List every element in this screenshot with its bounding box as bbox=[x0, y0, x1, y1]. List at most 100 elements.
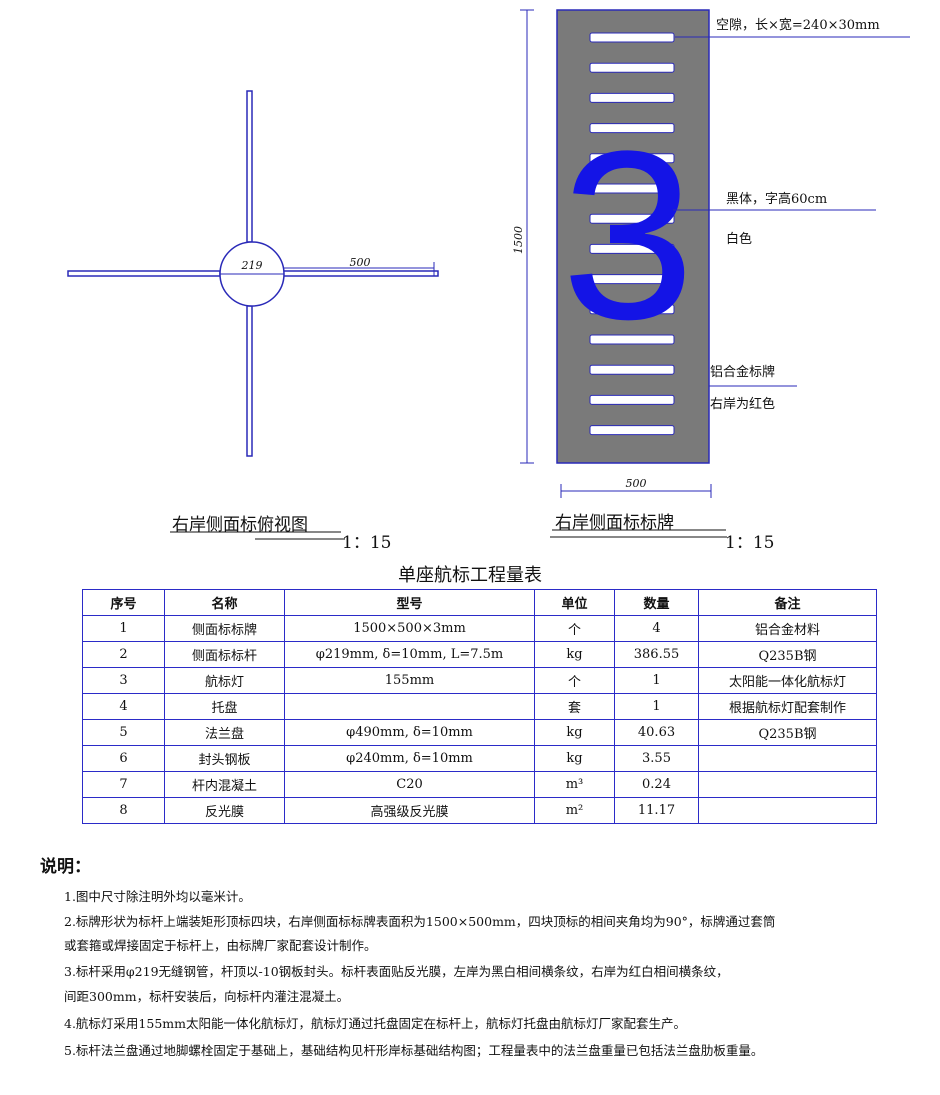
dim-height-label: 1500 bbox=[512, 226, 525, 254]
dim-arm-label: 500 bbox=[350, 256, 371, 269]
sign-slots bbox=[589, 32, 675, 436]
table-header-row: 序号名称型号单位数量备注 bbox=[82, 589, 877, 616]
sign-slot bbox=[589, 62, 675, 73]
table-cell: 侧面标标杆 bbox=[164, 641, 285, 668]
dim-width bbox=[560, 484, 712, 498]
sign-slot bbox=[589, 213, 675, 224]
note-line: 2.标牌形状为标杆上端装矩形顶标四块，右岸侧面标标牌表面积为1500×500mm… bbox=[64, 914, 776, 929]
dim-height bbox=[520, 9, 534, 464]
sign-view: 3 bbox=[556, 9, 710, 464]
table-cell: 0.24 bbox=[614, 771, 699, 798]
table-title: 单座航标工程量表 bbox=[398, 565, 542, 586]
table-cell: m² bbox=[534, 797, 615, 824]
table-cell: 8 bbox=[82, 797, 165, 824]
table-cell: φ490mm, δ=10mm bbox=[284, 719, 535, 746]
sign-slot bbox=[589, 364, 675, 375]
table-cell: kg bbox=[534, 641, 615, 668]
table-cell: 反光膜 bbox=[164, 797, 285, 824]
sign-slot bbox=[589, 92, 675, 103]
table-cell: Q235B钢 bbox=[698, 719, 877, 746]
callout-color: 白色 bbox=[726, 232, 753, 247]
sign-slot bbox=[589, 394, 675, 405]
table-cell: 1 bbox=[614, 693, 699, 720]
sign-slot bbox=[589, 243, 675, 254]
note-line: 5.标杆法兰盘通过地脚螺栓固定于基础上，基础结构见杆形岸标基础结构图；工程量表中… bbox=[64, 1043, 764, 1058]
top-view-arm-right bbox=[282, 270, 439, 277]
note-line: 1.图中尺寸除注明外均以毫米计。 bbox=[64, 889, 251, 904]
table-cell bbox=[284, 693, 535, 720]
table-cell: 杆内混凝土 bbox=[164, 771, 285, 798]
table-cell: 太阳能一体化航标灯 bbox=[698, 667, 877, 694]
sign-board bbox=[556, 9, 710, 464]
sign-slot bbox=[589, 304, 675, 315]
table-cell: 7 bbox=[82, 771, 165, 798]
table-cell: m³ bbox=[534, 771, 615, 798]
table-cell: 40.63 bbox=[614, 719, 699, 746]
top-view-arm-up bbox=[246, 90, 253, 243]
sign-slot bbox=[589, 334, 675, 345]
sign-view-scale: 1：15 bbox=[725, 533, 775, 553]
sign-slot bbox=[589, 274, 675, 285]
top-view-caption: 右岸侧面标俯视图 bbox=[172, 515, 308, 535]
table-cell: 根据航标灯配套制作 bbox=[698, 693, 877, 720]
top-view-arm-left bbox=[67, 270, 221, 277]
sign-slot bbox=[589, 425, 675, 436]
table-cell: 个 bbox=[534, 667, 615, 694]
table-cell: 2 bbox=[82, 641, 165, 668]
top-view bbox=[67, 90, 439, 457]
sign-slot bbox=[589, 153, 675, 164]
table-cell: 封头钢板 bbox=[164, 745, 285, 772]
table-header-cell: 型号 bbox=[284, 589, 535, 616]
table-cell: 4 bbox=[82, 693, 165, 720]
table-cell: 6 bbox=[82, 745, 165, 772]
callout-font: 黑体，字高60cm bbox=[726, 192, 828, 207]
table-header-cell: 数量 bbox=[614, 589, 699, 616]
table-cell: 3 bbox=[82, 667, 165, 694]
callout-bank: 右岸为红色 bbox=[710, 397, 776, 412]
drawing-canvas: 219 500 3 1500 500 bbox=[67, 9, 910, 540]
table-cell: 3.55 bbox=[614, 745, 699, 772]
note-line: 4.航标灯采用155mm太阳能一体化航标灯，航标灯通过托盘固定在标杆上，航标灯托… bbox=[64, 1016, 686, 1031]
table-header-cell: 备注 bbox=[698, 589, 877, 616]
table-cell: 铝合金材料 bbox=[698, 615, 877, 642]
table-cell: Q235B钢 bbox=[698, 641, 877, 668]
note-line: 或套箍或焊接固定于标杆上，由标牌厂家配套设计制作。 bbox=[64, 938, 377, 953]
table-cell: 个 bbox=[534, 615, 615, 642]
table-header-cell: 名称 bbox=[164, 589, 285, 616]
notes-title: 说明： bbox=[40, 857, 91, 877]
dim-width-label: 500 bbox=[626, 477, 647, 490]
table-cell bbox=[698, 745, 877, 772]
table-header-cell: 序号 bbox=[82, 589, 165, 616]
table-cell: 4 bbox=[614, 615, 699, 642]
note-line: 3.标杆采用φ219无缝钢管，杆顶以-10钢板封头。标杆表面贴反光膜，左岸为黑白… bbox=[64, 964, 729, 979]
table-cell bbox=[698, 797, 877, 824]
table-cell: 托盘 bbox=[164, 693, 285, 720]
table-cell: 11.17 bbox=[614, 797, 699, 824]
table-cell: φ219mm, δ=10mm, L=7.5m bbox=[284, 641, 535, 668]
top-view-arm-down bbox=[246, 305, 253, 457]
caption-underlines bbox=[170, 529, 727, 540]
top-view-scale: 1：15 bbox=[342, 533, 392, 553]
table-cell: C20 bbox=[284, 771, 535, 798]
table-cell: kg bbox=[534, 745, 615, 772]
table-cell: 航标灯 bbox=[164, 667, 285, 694]
sign-slot bbox=[589, 183, 675, 194]
sign-view-caption: 右岸侧面标标牌 bbox=[555, 513, 674, 533]
table-header-cell: 单位 bbox=[534, 589, 615, 616]
table-cell: 386.55 bbox=[614, 641, 699, 668]
dim-diameter-label: 219 bbox=[241, 259, 263, 272]
table-cell: 1 bbox=[82, 615, 165, 642]
callout-leaders bbox=[673, 36, 910, 387]
table-cell: 155mm bbox=[284, 667, 535, 694]
table-cell: 法兰盘 bbox=[164, 719, 285, 746]
table-cell: 高强级反光膜 bbox=[284, 797, 535, 824]
